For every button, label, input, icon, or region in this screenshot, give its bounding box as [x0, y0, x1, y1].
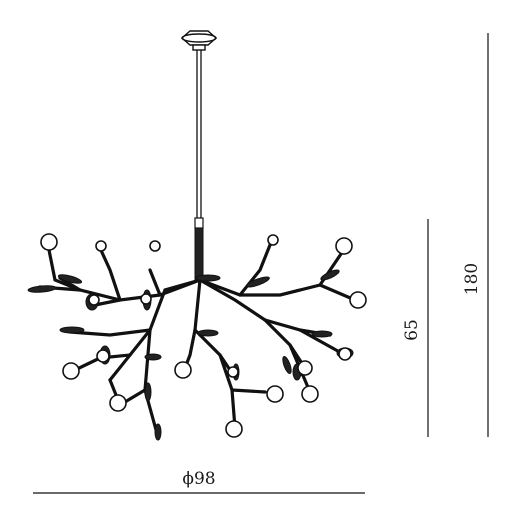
- bulb: [140, 293, 152, 305]
- bulb: [95, 240, 107, 252]
- ceiling-canopy: [180, 30, 218, 51]
- bulb: [62, 362, 80, 380]
- bulb: [96, 349, 110, 363]
- bulb: [301, 385, 319, 403]
- bulb: [225, 420, 243, 438]
- dimension-lines: [33, 33, 489, 494]
- bulb: [88, 294, 100, 306]
- overall-height-dimension-label: 180: [462, 263, 482, 295]
- bulb: [266, 385, 284, 403]
- bulb: [338, 347, 352, 361]
- bulb: [174, 361, 192, 379]
- bulb: [297, 360, 313, 376]
- width-dimension-label: ϕ98: [182, 469, 215, 489]
- bulb: [335, 237, 353, 255]
- bulb: [40, 233, 58, 251]
- bulbs: [40, 233, 367, 438]
- bulb: [227, 366, 239, 378]
- bulb: [349, 291, 367, 309]
- body-height-dimension-label: 65: [402, 319, 422, 341]
- suspension-rod: [194, 50, 204, 281]
- bulb: [267, 234, 279, 246]
- bulb: [149, 240, 161, 252]
- bulb: [109, 394, 127, 412]
